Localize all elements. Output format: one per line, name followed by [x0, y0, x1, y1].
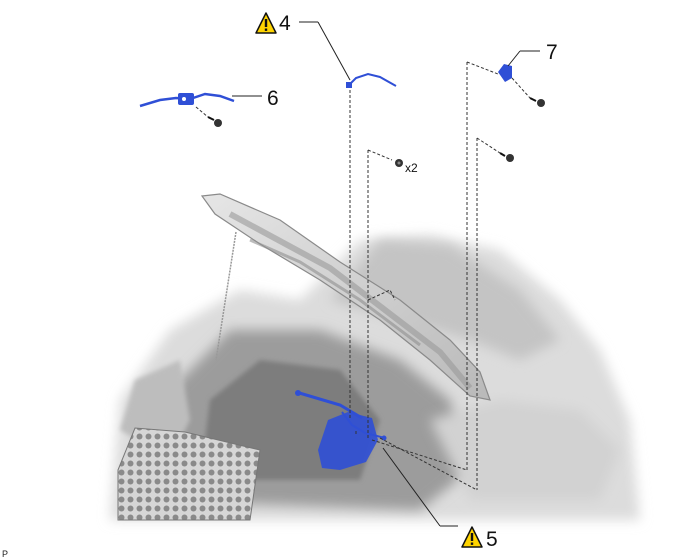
- cable-bracket: [498, 64, 512, 82]
- engine-hood: [200, 193, 491, 401]
- callout-6: 6: [267, 87, 279, 110]
- warning-triangle-icon: [255, 12, 277, 34]
- installation-guide-lines: [195, 61, 531, 491]
- front-grille: [117, 427, 261, 521]
- bolt-icon: [499, 152, 514, 162]
- callout-4: 4: [279, 12, 291, 35]
- warning-triangle-icon: [461, 526, 483, 548]
- hood-lock-release-cable: [346, 72, 397, 88]
- callout-5: 5: [486, 528, 498, 551]
- cable-clamp-assembly: [139, 92, 235, 108]
- nut-quantity: x2: [405, 161, 418, 175]
- callout-7: 7: [546, 41, 558, 64]
- nut-icon: [395, 159, 403, 167]
- hood-lock-assembly: [295, 390, 387, 470]
- hood-support-rod: [215, 231, 237, 361]
- corner-mark: P: [2, 549, 8, 559]
- bolt-icon: [207, 116, 222, 127]
- bolt-icon: [529, 97, 545, 107]
